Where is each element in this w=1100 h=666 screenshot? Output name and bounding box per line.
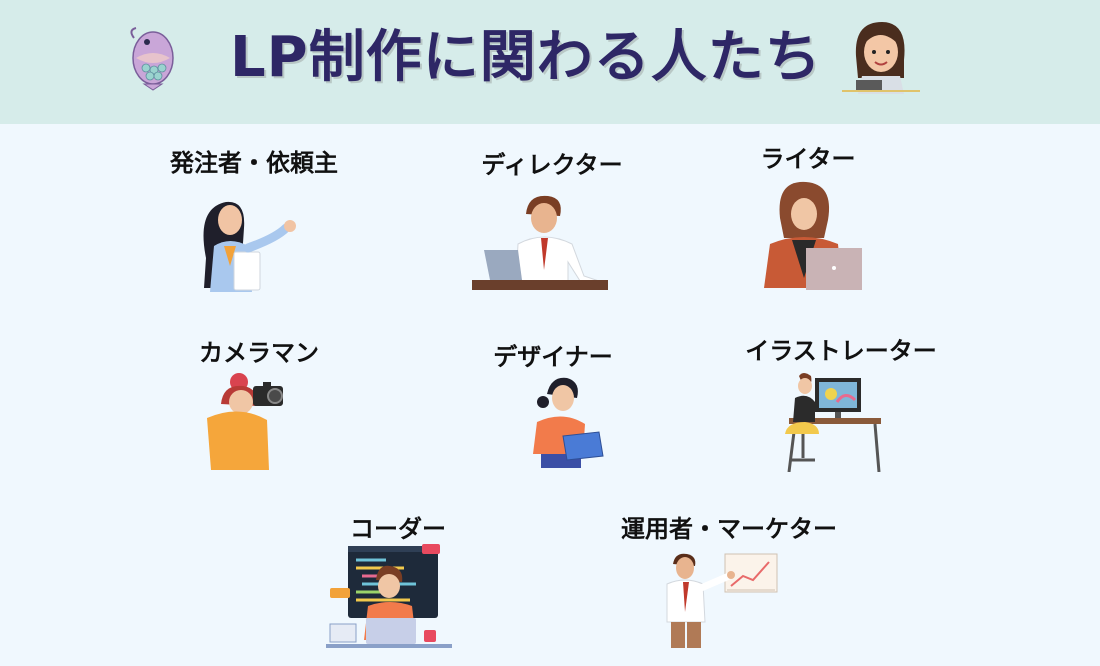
role-label: 発注者・依頼主 [170,149,338,177]
illustrator-desk-illustration-icon [785,373,881,472]
role-marketer: 運用者・マーケター [599,514,859,664]
role-client: 発注者・依頼主 [124,148,384,298]
writer-with-laptop-illustration-icon [764,181,862,290]
role-label: デザイナー [493,343,613,371]
role-designer: デザイナー [423,342,683,492]
page-title: LP制作に関わる人たち [230,25,822,90]
role-label: ライター [760,145,856,173]
role-director: ディレクター [422,150,682,300]
role-label: イラストレーター [745,337,937,365]
role-label: カメラマン [199,339,319,367]
designer-tablet-illustration-icon [533,377,604,468]
director-at-laptop-illustration-icon [472,195,608,290]
role-label: 運用者・マーケター [621,515,837,543]
role-label: ディレクター [481,151,623,179]
marketer-chart-illustration-icon [666,553,778,648]
fish-mascot-icon [130,27,174,91]
presenter-woman-icon [842,22,920,94]
header-banner: LP制作に関わる人たち [0,0,1100,124]
photographer-camera-illustration-icon [207,373,283,470]
role-photographer: カメラマン [129,338,389,488]
role-writer: ライター [678,144,938,294]
role-coder: コーダー [268,514,528,664]
coder-screen-illustration-icon [326,544,452,648]
role-label: コーダー [350,515,446,543]
role-illustrator: イラストレーター [711,336,971,486]
client-person-illustration-icon [203,201,296,292]
